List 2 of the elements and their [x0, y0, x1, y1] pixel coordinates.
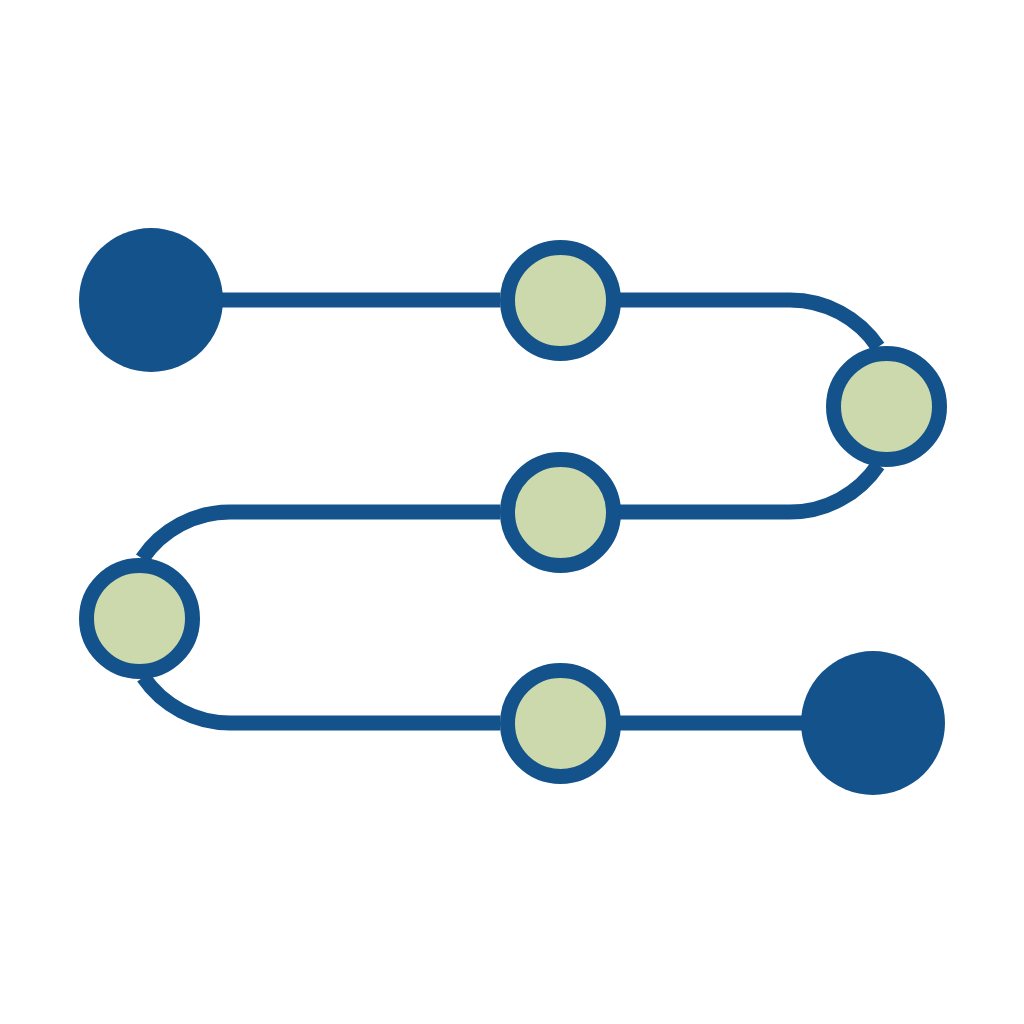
- connector-line: [222, 292, 501, 308]
- connector-line: [619, 715, 802, 731]
